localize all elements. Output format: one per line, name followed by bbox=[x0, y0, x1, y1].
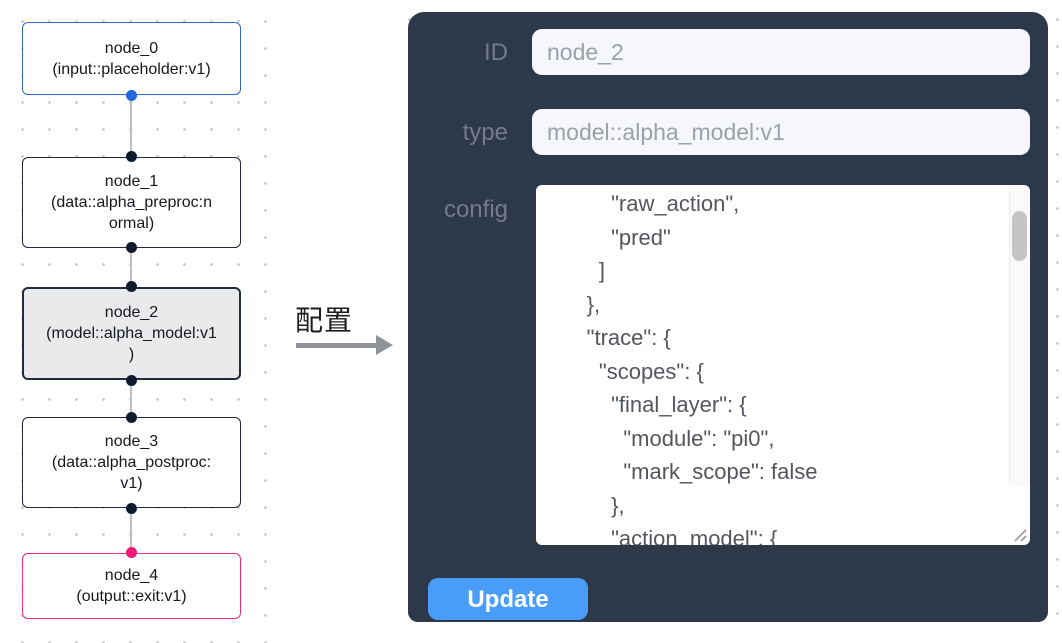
port-node3-out[interactable] bbox=[126, 503, 137, 514]
edge-node2-node3 bbox=[130, 380, 132, 417]
node-id-label: node_4 bbox=[104, 567, 159, 584]
port-node1-out[interactable] bbox=[126, 242, 137, 253]
edge-node3-node4 bbox=[130, 508, 132, 553]
graph-node-node_1[interactable]: node_1 (data::alpha_preproc:n ormal) bbox=[22, 157, 241, 248]
port-node3-in[interactable] bbox=[126, 412, 137, 423]
config-textarea[interactable]: "raw_action", "pred" ] }, "trace": { "sc… bbox=[536, 185, 1030, 545]
config-field-label: config bbox=[443, 196, 508, 223]
scrollbar-track[interactable] bbox=[1009, 186, 1029, 486]
node-type-label: (output::exit:v1) bbox=[76, 588, 187, 605]
arrow-icon bbox=[296, 343, 378, 348]
node-type-label-wrap: ) bbox=[128, 346, 135, 363]
port-node1-in[interactable] bbox=[126, 151, 137, 162]
resize-handle-icon[interactable] bbox=[1011, 526, 1027, 542]
config-json-content: "raw_action", "pred" ] }, "trace": { "sc… bbox=[586, 191, 818, 545]
node-id-label: node_3 bbox=[104, 433, 159, 450]
node-type-label: (data::alpha_preproc:n bbox=[51, 194, 212, 211]
id-field-label: ID bbox=[484, 39, 508, 66]
type-input[interactable] bbox=[532, 109, 1030, 155]
type-field-label: type bbox=[462, 119, 508, 146]
node-id-label: node_2 bbox=[104, 304, 159, 321]
port-node2-in[interactable] bbox=[126, 281, 137, 292]
node-type-label-wrap: v1) bbox=[120, 475, 143, 492]
node-config-panel: ID type config "raw_action", "pred" ] },… bbox=[408, 12, 1048, 622]
graph-node-node_4[interactable]: node_4 (output::exit:v1) bbox=[22, 553, 241, 619]
port-node4-in[interactable] bbox=[126, 547, 137, 558]
node-type-label: (input::placeholder:v1) bbox=[52, 60, 211, 78]
edge-node0-node1 bbox=[130, 95, 132, 157]
graph-node-node_3[interactable]: node_3 (data::alpha_postproc: v1) bbox=[22, 417, 241, 508]
graph-node-node_2[interactable]: node_2 (model::alpha_model:v1 ) bbox=[22, 287, 241, 380]
port-node2-out[interactable] bbox=[126, 375, 137, 386]
config-annotation-text: 配置 bbox=[295, 305, 354, 336]
edge-node1-node2 bbox=[130, 248, 132, 287]
graph-node-node_0[interactable]: node_0 (input::placeholder:v1) bbox=[22, 22, 241, 95]
graph-canvas[interactable]: node_0 (input::placeholder:v1) node_1 (d… bbox=[0, 0, 272, 643]
node-id-label: node_1 bbox=[104, 173, 159, 190]
node-type-label: (model::alpha_model:v1 bbox=[46, 325, 217, 342]
id-input[interactable] bbox=[532, 29, 1030, 75]
port-node0-out[interactable] bbox=[126, 90, 137, 101]
update-button[interactable]: Update bbox=[428, 578, 588, 620]
node-type-label: (data::alpha_postproc: bbox=[51, 454, 212, 471]
node-id-label: node_0 bbox=[104, 39, 159, 57]
node-type-label-wrap: ormal) bbox=[108, 215, 155, 232]
scrollbar-thumb[interactable] bbox=[1012, 211, 1027, 261]
